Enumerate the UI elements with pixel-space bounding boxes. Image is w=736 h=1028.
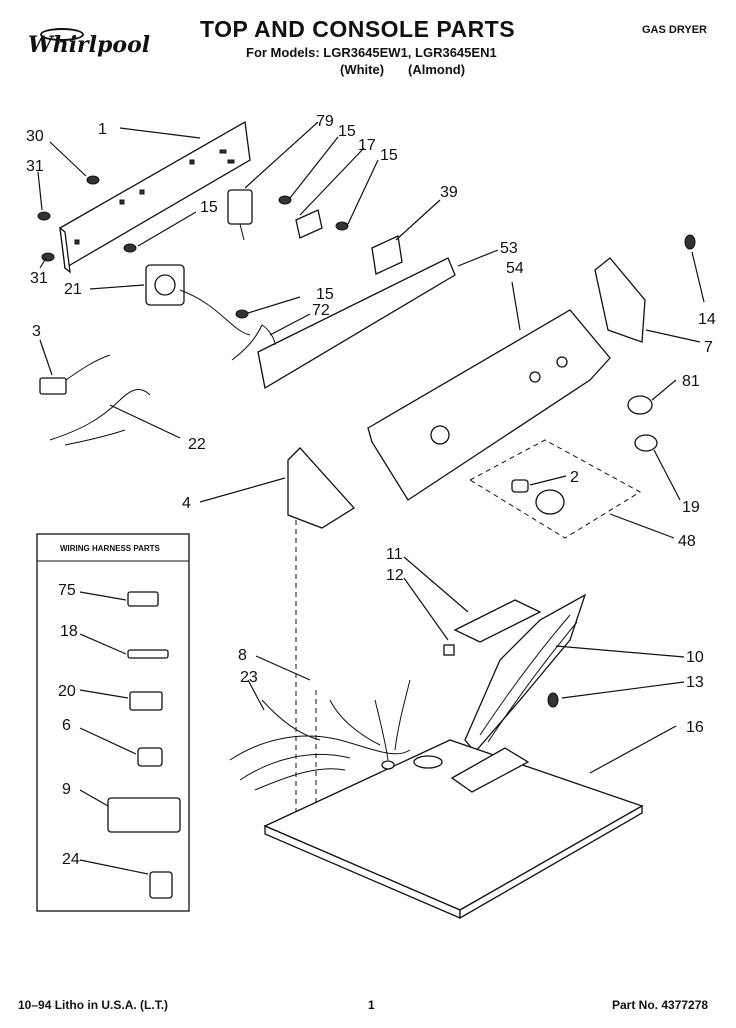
end-cap-part: [594, 257, 646, 343]
panel-part: [453, 599, 542, 643]
callout-label: 9: [62, 781, 71, 798]
callout-label: 7: [704, 339, 713, 356]
switch-part: [227, 189, 253, 225]
console-part: [367, 309, 611, 501]
variant-white: (White): [340, 62, 385, 77]
page-title: TOP AND CONSOLE PARTS: [200, 16, 516, 42]
callout-label: 24: [62, 851, 80, 868]
callout-label: 18: [60, 623, 78, 640]
leader-lines: [37, 121, 705, 875]
control-panel-holes: [74, 149, 235, 245]
callout-label: 15: [200, 199, 218, 216]
category-label: GAS DRYER: [642, 24, 707, 36]
connector-part: [39, 377, 67, 395]
callout-label: 53: [500, 240, 518, 257]
callout-label: 79: [316, 113, 334, 130]
callout-label: 17: [358, 137, 376, 154]
brand-logo-ring: [40, 28, 84, 41]
callout-label: 10: [686, 649, 704, 666]
callout-label: 15: [338, 123, 356, 140]
top-panel-part: [263, 739, 644, 911]
wiring-harness-panel: [36, 533, 190, 912]
footer-part-number: Part No. 4377278: [612, 998, 709, 1012]
variant-almond: (Almond): [408, 62, 466, 77]
callout-labels: 1 30 31 31 15 21 3 22 79 15 17 15 39 53 …: [26, 113, 716, 868]
callout-label: 2: [570, 469, 579, 486]
callout-label: 20: [58, 683, 76, 700]
callout-label: 15: [316, 286, 334, 303]
callout-label: 30: [26, 128, 44, 145]
callout-label: 81: [682, 373, 700, 390]
callout-label: 15: [380, 147, 398, 164]
callout-label: 39: [440, 184, 458, 201]
callout-label: 72: [312, 302, 330, 319]
callout-label: 8: [238, 647, 247, 664]
console-bracket-part: [257, 257, 456, 390]
callout-label: 54: [506, 260, 524, 277]
callout-label: 31: [30, 270, 48, 287]
footer-page-number: 1: [368, 998, 375, 1012]
callout-label: 14: [698, 311, 716, 328]
callout-label: 23: [240, 669, 258, 686]
callout-label: 48: [678, 533, 696, 550]
wiring-panel-title: WIRING HARNESS PARTS: [60, 544, 161, 553]
callout-label: 3: [32, 323, 41, 340]
screws: [37, 175, 696, 708]
wiring-harness: [229, 679, 411, 791]
callout-label: 19: [682, 499, 700, 516]
callout-label: 16: [686, 719, 704, 736]
footer-date-line: 10–94 Litho in U.S.A. (L.T.): [18, 998, 169, 1012]
end-cap-left-part: [287, 447, 356, 529]
callout-label: 75: [58, 582, 76, 599]
callout-label: 13: [686, 674, 704, 691]
callout-label: 21: [64, 281, 82, 298]
brand-logo: Whirlpool: [28, 32, 151, 58]
models-line: For Models: LGR3645EW1, LGR3645EN1: [246, 45, 497, 60]
callout-label: 11: [386, 546, 403, 563]
callout-label: 31: [26, 158, 44, 175]
knob-part: [627, 395, 653, 415]
callout-label: 6: [62, 717, 71, 734]
callout-label: 12: [386, 567, 404, 584]
control-panel-part: [59, 120, 251, 270]
callout-label: 4: [182, 495, 191, 512]
bracket-part: [371, 235, 403, 275]
callout-label: 1: [98, 121, 107, 138]
callout-label: 22: [188, 436, 206, 453]
lens-part: [295, 209, 323, 239]
